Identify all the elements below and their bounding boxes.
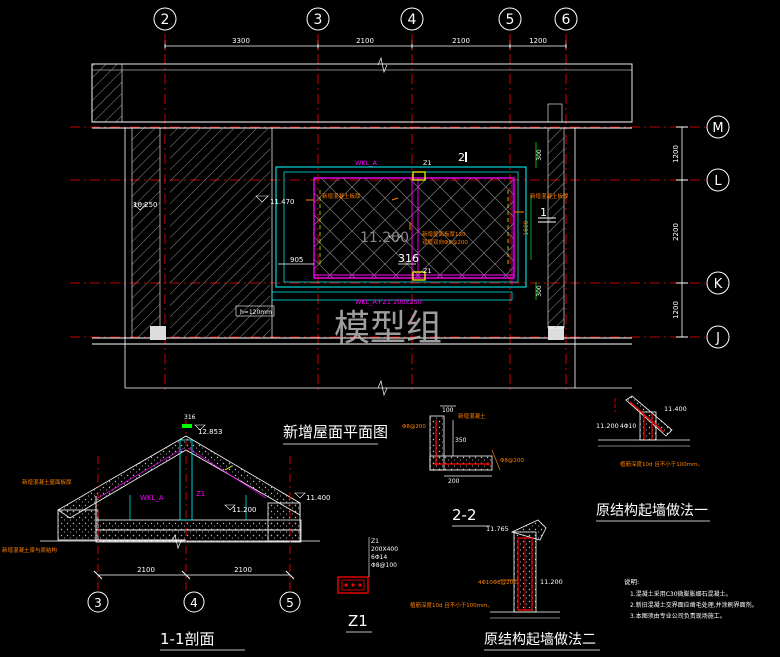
s22-dim-bot: 200 <box>448 478 460 485</box>
section-note-2: 新增混凝土梁与原结构 <box>2 546 58 554</box>
plan-view: 2 3 4 5 6 M L K J 3300 2100 2100 1200 12… <box>70 7 730 445</box>
note-slab-right: 新增混凝土板厚 <box>530 192 569 200</box>
section-elev-top: 12.853 <box>198 428 223 436</box>
z1-line-2: 200X400 <box>371 546 398 553</box>
section-grid-4: 4 <box>190 596 198 610</box>
grid-bubbles-right <box>706 115 730 349</box>
section-grid-5: 5 <box>286 596 294 610</box>
dim-right-1200b: 1200 <box>672 301 680 319</box>
note-slab-2: 双层双向Φ8@200 <box>422 238 468 246</box>
grid-label-5: 5 <box>506 12 515 28</box>
z1-line-4: Φ8@100 <box>371 562 397 569</box>
note-slab-left: 新增混凝土板厚 <box>322 192 361 200</box>
grid-label-m: M <box>712 121 723 136</box>
section-grid-3: 3 <box>94 596 102 610</box>
section-dim-316: 316 <box>184 414 196 421</box>
grid-label-6: 6 <box>562 12 571 28</box>
elev-mid: 11.470 <box>270 198 295 206</box>
section-label-wkl: WKL_A <box>140 494 164 502</box>
s22-note-top: Φ8@200 <box>402 424 426 430</box>
d2-dim: 4Φ10Φ8@200 <box>478 580 517 586</box>
section-note-1: 新增混凝土屋面板厚 <box>22 478 72 486</box>
section-elev-right: 11.400 <box>306 494 331 502</box>
s22-note-top2: 新增混凝土 <box>458 412 486 420</box>
section-1-1: 3 4 5 2100 2100 12.853 316 11.400 11.200… <box>2 414 331 651</box>
section-label-z1: Z1 <box>196 490 205 498</box>
grid-label-j: J <box>715 331 720 346</box>
dim-2100-a: 2100 <box>356 37 374 45</box>
z1-line-3: 6Φ14 <box>371 554 387 561</box>
plan-title: 新增屋面平面图 <box>283 423 388 441</box>
grid-bubbles-top <box>153 7 578 31</box>
dim-300-bot: 300 <box>536 285 543 297</box>
notes-item-1: 1.混凝土采用C30微膨胀细石混凝土。 <box>630 590 732 598</box>
dim-3300: 3300 <box>232 37 250 45</box>
section-tag-1: 1 <box>540 206 547 219</box>
s22-note-right: Φ8@200 <box>500 458 524 464</box>
column-label-z1-top: Z1 <box>423 159 432 167</box>
beam-label-wkl-top: WKL_A <box>355 159 378 167</box>
elev-main: 11.200 <box>360 230 409 246</box>
z1-line-1: Z1 <box>371 538 379 545</box>
dim-905: 905 <box>290 256 303 264</box>
dim-2100-b: 2100 <box>452 37 470 45</box>
s22-dim-side: 350 <box>455 437 467 444</box>
section-1-1-title: 1-1剖面 <box>160 630 215 648</box>
s22-dim-top: 100 <box>442 407 454 414</box>
d1-dim: 4Φ10 <box>620 423 636 430</box>
section-2-2: 100 350 200 Φ8@200 新增混凝土 Φ8@200 2-2 <box>402 405 524 527</box>
section-elev-mid: 11.200 <box>232 506 257 514</box>
d1-elev-left: 11.200 <box>596 422 619 430</box>
grid-label-k: K <box>714 277 723 292</box>
section-dim-2100a: 2100 <box>137 566 155 574</box>
d1-elev-top: 11.400 <box>664 405 687 413</box>
elev-left: 10.250 <box>133 201 158 209</box>
section-tag-2: 2 <box>458 151 465 164</box>
detail-wall-method-1: 11.400 11.200 4Φ10 植筋深度10d 且不小于100mm。 原结… <box>596 395 710 522</box>
grid-label-3: 3 <box>314 12 323 28</box>
dim-1600: 1600 <box>523 220 530 235</box>
dim-right-1200a: 1200 <box>672 145 680 163</box>
beam-label-wkl-bot: WKL_A+Z1 200x250 <box>355 298 422 306</box>
dim-1200: 1200 <box>529 37 547 45</box>
slab-box-label: h=120mm <box>240 309 272 316</box>
column-z1-detail: Z1 200X400 6Φ14 Φ8@100 Z1 <box>337 537 398 633</box>
grid-label-l: L <box>714 174 722 189</box>
detail-2-title: 原结构起墙做法二 <box>484 632 596 648</box>
section-2-2-title: 2-2 <box>452 506 477 524</box>
d2-elev-top: 11.765 <box>486 525 509 533</box>
d1-note: 植筋深度10d 且不小于100mm。 <box>620 460 703 468</box>
grid-label-2: 2 <box>161 12 170 28</box>
notes-item-2: 2.新旧混凝土交界面应凿毛处理,并涂刷界面剂。 <box>630 601 758 609</box>
detail-1-title: 原结构起墙做法一 <box>596 503 708 519</box>
note-slab-1: 新增屋面板厚120 <box>422 230 466 238</box>
d2-note: 植筋深度10d 且不小于100mm。 <box>410 601 493 609</box>
d2-elev-right: 11.200 <box>540 578 563 586</box>
dim-right-2200: 2200 <box>672 223 680 241</box>
column-label-z1-bot: Z1 <box>423 267 432 275</box>
z1-title: Z1 <box>348 612 368 630</box>
dim-316: 316 <box>398 252 419 265</box>
grid-label-4: 4 <box>408 12 417 28</box>
notes-block: 说明: 1.混凝土采用C30微膨胀细石混凝土。 2.新旧混凝土交界面应凿毛处理,… <box>624 577 758 620</box>
notes-heading: 说明: <box>624 577 639 586</box>
section-dim-2100b: 2100 <box>234 566 252 574</box>
dim-300-top: 300 <box>536 149 543 161</box>
detail-wall-method-2: 11.765 11.200 4Φ10Φ8@200 植筋深度10d 且不小于100… <box>410 519 600 651</box>
notes-item-3: 3.本图须由专业公司负责现场施工。 <box>630 612 726 620</box>
watermark-text: 模型组 <box>334 308 442 349</box>
